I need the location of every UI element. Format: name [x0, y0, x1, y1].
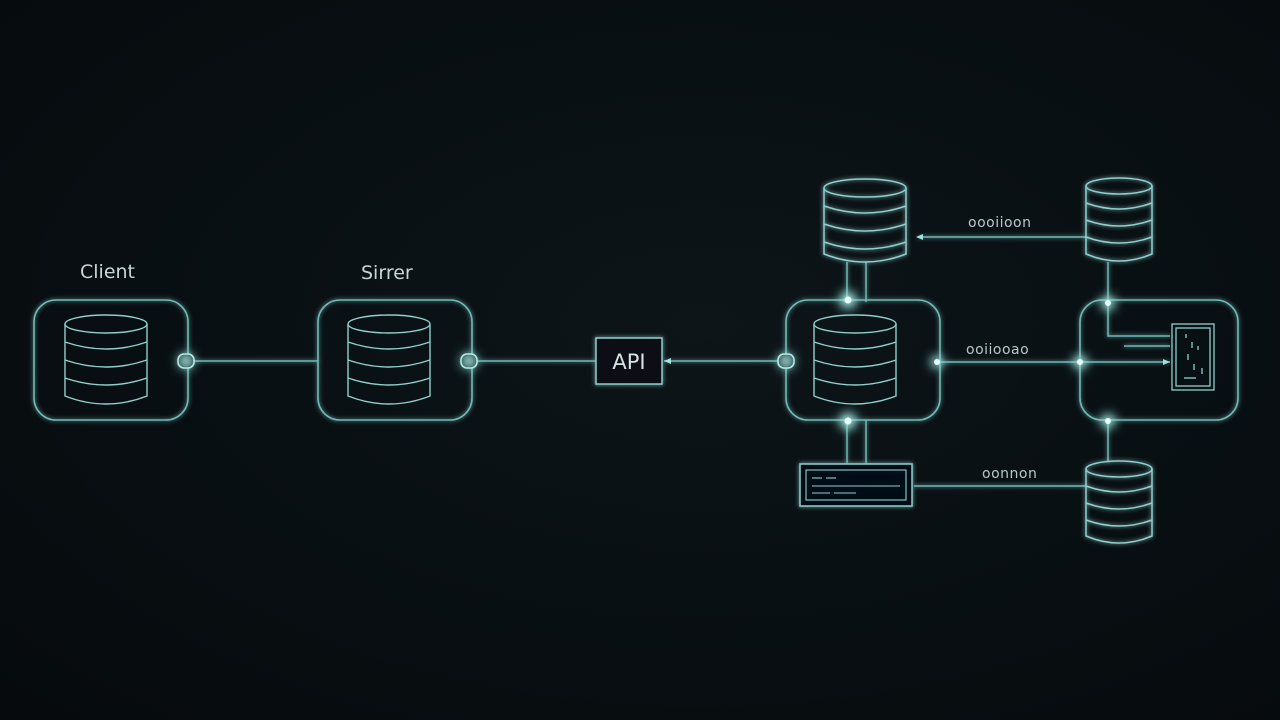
- arrow-heads: [664, 234, 1170, 365]
- dot: [928, 353, 946, 371]
- top-right-database[interactable]: [1085, 177, 1153, 262]
- edge-label-mid: ooiiooao: [966, 342, 1029, 358]
- right-node[interactable]: [1079, 299, 1239, 421]
- hub-node[interactable]: [785, 299, 941, 421]
- database-icon: [347, 314, 431, 405]
- arrow-head: [916, 234, 923, 240]
- dot: [836, 409, 860, 433]
- connection-lines: [192, 236, 1170, 487]
- server-rack-icon: [1171, 323, 1215, 391]
- dot: [1098, 293, 1118, 313]
- server-label: Sirrer: [361, 262, 413, 284]
- dot: [1070, 352, 1090, 372]
- client-label: Client: [80, 261, 135, 283]
- database-icon: [1085, 460, 1153, 544]
- database-icon: [823, 178, 907, 263]
- bottom-panel[interactable]: [799, 463, 913, 507]
- dot: [1098, 411, 1118, 431]
- client-node[interactable]: Client: [33, 261, 189, 421]
- api-node[interactable]: API: [595, 337, 663, 385]
- bottom-right-database[interactable]: [1085, 460, 1153, 544]
- database-icon: [1085, 177, 1153, 262]
- arrow-head: [664, 358, 671, 364]
- top-database[interactable]: [823, 178, 907, 263]
- dot: [836, 288, 860, 312]
- server-node[interactable]: Sirrer: [317, 262, 473, 421]
- dot: [458, 350, 480, 372]
- dot: [175, 350, 197, 372]
- database-icon: [813, 314, 897, 405]
- edge-label-top: oooiioon: [968, 215, 1031, 231]
- dot: [775, 350, 797, 372]
- edge-label-bottom: oonnon: [982, 466, 1037, 482]
- panel-detail-icon: [805, 469, 907, 501]
- junction-dots: [175, 288, 1118, 433]
- edge-right-inner-top: [1107, 304, 1170, 337]
- api-label: API: [612, 350, 645, 374]
- arrow-head: [1163, 359, 1170, 365]
- database-icon: [64, 314, 148, 405]
